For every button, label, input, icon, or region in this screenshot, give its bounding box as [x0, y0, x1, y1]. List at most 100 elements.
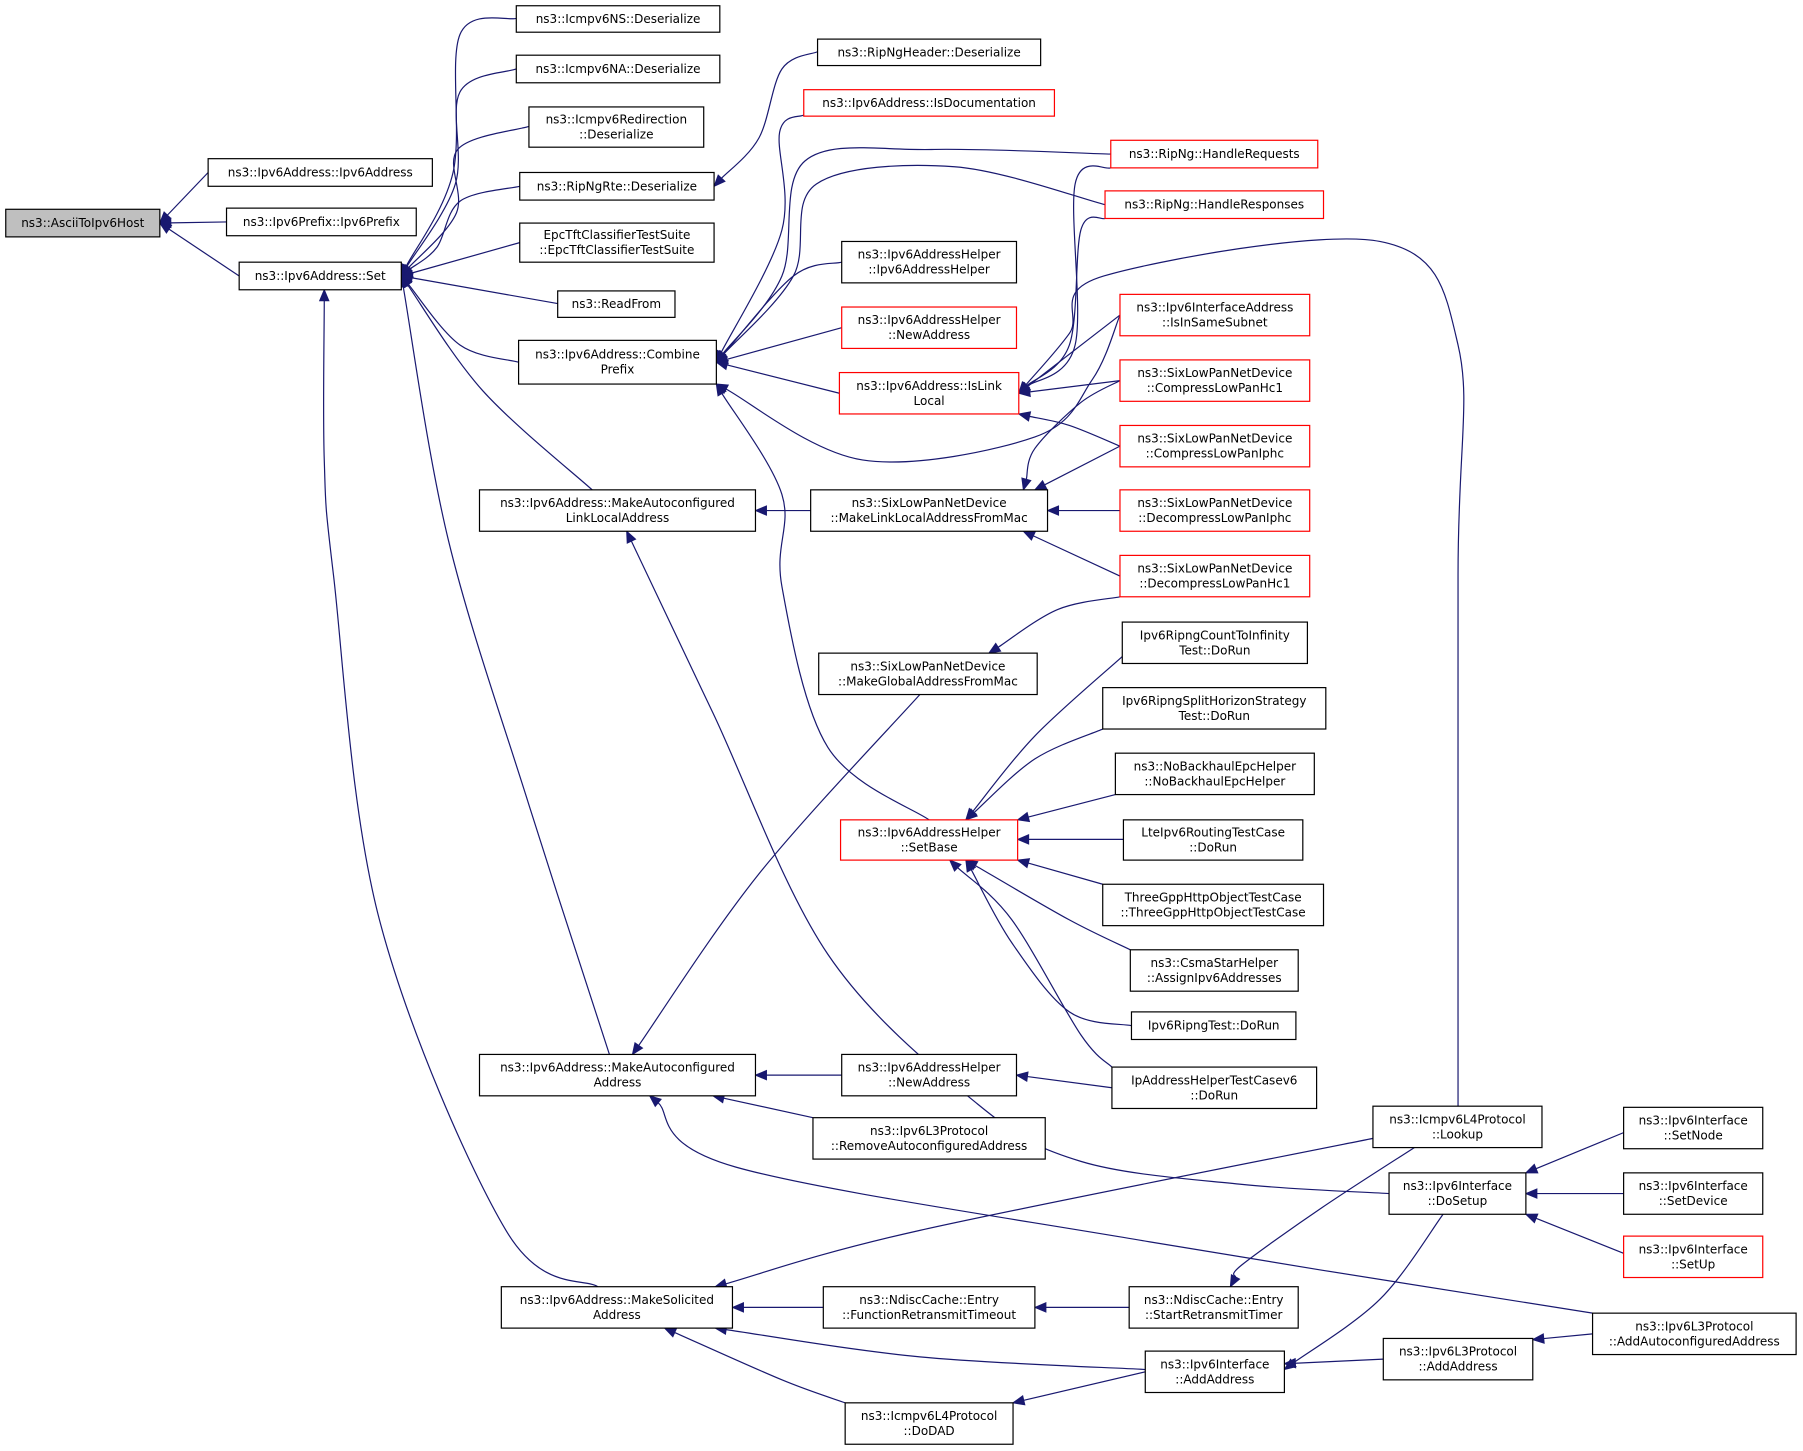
graph-node[interactable]: ns3::SixLowPanNetDevice::CompressLowPanI…	[1119, 424, 1311, 468]
node-label: ns3::SixLowPanNetDevice	[852, 496, 1007, 510]
graph-node[interactable]: ns3::Ipv6Interface::SetDevice	[1623, 1172, 1764, 1215]
node-label: ns3::Ipv6Address::MakeAutoconfigured	[500, 1061, 735, 1075]
graph-node[interactable]: ns3::NdiscCache::Entry::StartRetransmitT…	[1128, 1286, 1299, 1329]
node-box	[500, 1286, 734, 1329]
edge-line	[412, 277, 558, 305]
graph-node[interactable]: ns3::RipNgRte::Deserialize	[519, 171, 715, 201]
node-box	[478, 1053, 757, 1097]
arrowhead-icon	[1229, 1274, 1241, 1288]
graph-node[interactable]: ns3::Ipv6Prefix::Ipv6Prefix	[225, 207, 417, 237]
edge-n16-to-n10	[715, 261, 842, 364]
node-box	[1119, 424, 1311, 468]
node-box	[225, 207, 417, 237]
node-label: ns3::SixLowPanNetDevice	[1137, 366, 1292, 380]
edge-line	[721, 51, 818, 179]
edge-n12-to-n3	[398, 274, 611, 1055]
graph-node[interactable]: ns3::Ipv6Interface::AddAddress	[1144, 1350, 1286, 1394]
edge-n24-to-n13	[731, 1302, 824, 1313]
edge-line	[1044, 445, 1121, 486]
graph-node[interactable]: ns3::Ipv6AddressHelper::NewAddress	[841, 306, 1018, 350]
node-box	[822, 1286, 1036, 1329]
graph-node[interactable]: ns3::CsmaStarHelper::AssignIpv6Addresses	[1129, 949, 1299, 992]
graph-node[interactable]: ns3::Ipv6AddressHelper::NewAddress	[841, 1053, 1018, 1097]
arrowhead-icon	[987, 642, 1002, 654]
graph-node[interactable]: ns3::RipNgHeader::Deserialize	[816, 38, 1042, 67]
edge-line	[1027, 1075, 1113, 1089]
node-label: ns3::NdiscCache::Entry	[859, 1293, 999, 1307]
node-label: ::DoDAD	[904, 1424, 955, 1438]
edge-n32-to-n20	[987, 596, 1121, 654]
edge-line	[721, 393, 930, 821]
node-label: ::SetNode	[1664, 1129, 1723, 1143]
graph-node[interactable]: ThreeGppHttpObjectTestCase::ThreeGppHttp…	[1102, 883, 1325, 927]
graph-node[interactable]: ns3::Icmpv6L4Protocol::DoDAD	[844, 1402, 1014, 1445]
node-box	[1102, 883, 1325, 927]
arrowhead-icon	[1022, 530, 1037, 541]
edge-line	[1025, 238, 1465, 1107]
edge-line	[1535, 1217, 1624, 1254]
node-label: Test::DoRun	[1178, 643, 1250, 657]
graph-node[interactable]: ns3::Ipv6Address::Ipv6Address	[207, 158, 433, 187]
graph-node[interactable]: EpcTftClassifierTestSuite::EpcTftClassif…	[519, 222, 715, 263]
graph-node[interactable]: ns3::SixLowPanNetDevice::CompressLowPanH…	[1119, 359, 1311, 402]
graph-node[interactable]: ns3::Ipv6L3Protocol::AddAddress	[1382, 1337, 1534, 1381]
node-label: ns3::Ipv6L3Protocol	[870, 1124, 988, 1138]
graph-node[interactable]: ns3::SixLowPanNetDevice::DecompressLowPa…	[1119, 554, 1311, 598]
graph-node[interactable]: ns3::Ipv6Address::MakeAutoconfiguredAddr…	[478, 1053, 757, 1097]
edge-line	[723, 164, 1106, 355]
node-label: ns3::RipNgRte::Deserialize	[537, 179, 697, 193]
graph-node[interactable]: ns3::Ipv6AddressHelper::Ipv6AddressHelpe…	[841, 240, 1018, 284]
graph-node[interactable]: ns3::SixLowPanNetDevice::MakeLinkLocalAd…	[810, 489, 1049, 532]
graph-node[interactable]: ns3::RipNg::HandleResponses	[1104, 190, 1325, 220]
graph-node[interactable]: ns3::Icmpv6NS::Deserialize	[515, 5, 721, 33]
node-box	[519, 222, 715, 263]
node-box	[1382, 1337, 1534, 1381]
edge-n15-to-n10	[715, 114, 805, 364]
graph-node[interactable]: ns3::ReadFrom	[557, 290, 676, 318]
edge-line	[997, 596, 1121, 648]
arrowhead-icon	[731, 1302, 744, 1313]
edge-n43-to-n41	[1229, 1147, 1415, 1288]
root-node: ns3::AsciiToIpv6Host	[5, 208, 161, 238]
graph-node[interactable]: ns3::RipNg::HandleRequests	[1110, 139, 1319, 169]
graph-node[interactable]: ns3::Ipv6Interface::DoSetup	[1388, 1172, 1527, 1215]
arrowhead-icon	[631, 1041, 644, 1056]
edge-line	[970, 869, 1132, 1027]
edge-line	[1535, 1132, 1624, 1170]
graph-node[interactable]: Ipv6RipngTest::DoRun	[1130, 1011, 1297, 1041]
node-label: ns3::Ipv6Address::Ipv6Address	[228, 165, 413, 179]
graph-node[interactable]: ns3::Icmpv6Redirection::Deserialize	[528, 106, 705, 148]
arrowhead-icon	[754, 1069, 767, 1081]
graph-node[interactable]: ns3::NdiscCache::Entry::FunctionRetransm…	[822, 1286, 1036, 1329]
graph-node[interactable]: ns3::Ipv6L3Protocol::RemoveAutoconfigure…	[812, 1117, 1046, 1160]
node-label: ns3::Ipv6Prefix::Ipv6Prefix	[243, 215, 400, 229]
arrowhead-icon	[1016, 811, 1031, 823]
graph-node[interactable]: ns3::Icmpv6NA::Deserialize	[515, 54, 721, 84]
edge-line	[1033, 535, 1121, 577]
graph-node[interactable]: IpAddressHelperTestCasev6::DoRun	[1111, 1066, 1318, 1110]
graph-node[interactable]: ns3::Ipv6Address::Set	[238, 261, 402, 291]
graph-node[interactable]: ns3::SixLowPanNetDevice::MakeGlobalAddre…	[818, 652, 1038, 696]
graph-node[interactable]: ns3::NoBackhaulEpcHelper::NoBackhaulEpcH…	[1114, 752, 1315, 796]
node-label: ns3::Ipv6Interface	[1639, 1242, 1748, 1256]
graph-node[interactable]: ns3::Ipv6Interface::SetNode	[1623, 1106, 1764, 1150]
node-label: ::NewAddress	[888, 328, 970, 342]
graph-node[interactable]: ns3::Ipv6AddressHelper::SetBase	[839, 819, 1019, 861]
graph-node[interactable]: ns3::Ipv6L3Protocol::AddAutoconfiguredAd…	[1591, 1312, 1797, 1356]
graph-node[interactable]: ns3::Ipv6Address::IsDocumentation	[803, 89, 1056, 117]
graph-node[interactable]: ns3::Ipv6InterfaceAddress::IsInSameSubne…	[1119, 293, 1311, 337]
graph-node[interactable]: ns3::Ipv6Address::MakeAutoconfiguredLink…	[478, 489, 757, 532]
graph-node[interactable]: ns3::SixLowPanNetDevice::DecompressLowPa…	[1119, 489, 1311, 532]
graph-node[interactable]: ns3::Icmpv6L4Protocol::Lookup	[1372, 1105, 1543, 1149]
edge-line	[409, 185, 520, 270]
node-box	[1102, 687, 1327, 730]
graph-node[interactable]: ns3::Ipv6Interface::SetUp	[1623, 1235, 1764, 1279]
node-box	[810, 489, 1049, 532]
node-box	[478, 489, 757, 532]
graph-node[interactable]: LteIpv6RoutingTestCase::DoRun	[1122, 819, 1304, 861]
